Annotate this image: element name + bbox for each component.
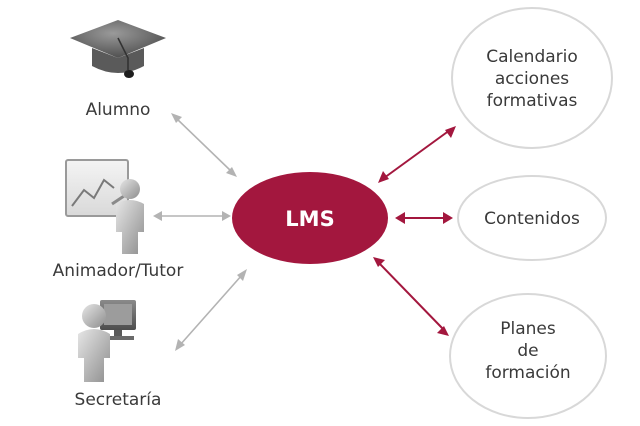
actor-connectors: [153, 113, 247, 351]
arrow-lms-contenidos: [395, 212, 453, 224]
module-contenidos: Contenidos: [457, 175, 607, 261]
module-contenidos-line-1: Contenidos: [484, 209, 580, 229]
computer-user-icon: [78, 300, 136, 382]
module-connectors: [373, 126, 456, 336]
module-planes-line-1: Planes: [500, 319, 556, 339]
actor-label-alumno: Alumno: [86, 100, 151, 120]
arrow-alumno-lms: [171, 113, 237, 177]
module-calendario: Calendario acciones formativas: [451, 7, 613, 149]
module-planes-line-3: formación: [485, 363, 570, 383]
presenter-icon: [65, 159, 144, 254]
module-planes: Planes de formación: [449, 293, 607, 419]
module-calendario-line-2: acciones: [495, 69, 569, 89]
module-calendario-line-3: formativas: [487, 91, 578, 111]
arrow-animador-lms: [153, 211, 231, 221]
arrow-lms-calendario: [378, 126, 456, 183]
module-calendario-line-1: Calendario: [486, 47, 578, 67]
arrow-secretaria-lms: [175, 269, 247, 351]
actor-label-animador: Animador/Tutor: [53, 261, 184, 281]
lms-hub: LMS: [232, 172, 388, 264]
hub-label: LMS: [285, 207, 334, 231]
actor-label-secretaria: Secretaría: [75, 390, 162, 410]
arrow-lms-planes: [373, 257, 449, 336]
module-planes-line-2: de: [517, 341, 538, 361]
graduation-cap-icon: [70, 20, 166, 78]
